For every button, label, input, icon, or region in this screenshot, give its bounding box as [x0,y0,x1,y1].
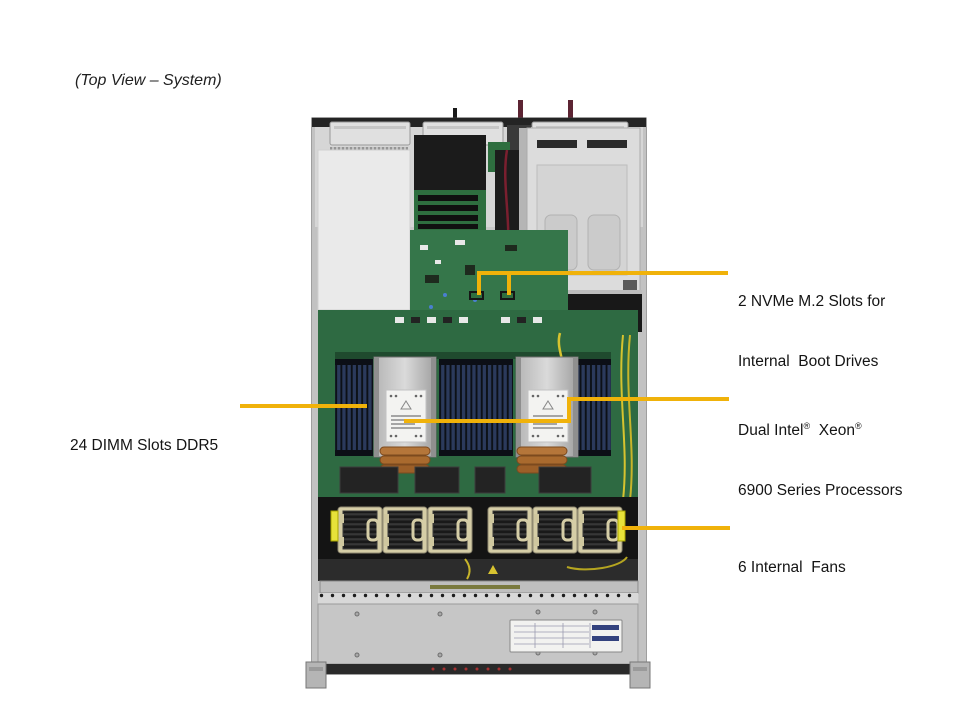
registered-mark: ® [803,421,811,431]
vrm-heatsinks [339,466,592,494]
callout-line-cpu-upper [567,397,729,401]
server-top-view-photo [305,95,655,705]
dimm-label: 24 DIMM Slots DDR5 [70,437,219,454]
nvme-label: 2 NVMe M.2 Slots for Internal Boot Drive… [738,252,885,412]
dimm-bank-right [578,359,611,456]
callout-line-fans [622,526,730,530]
callout-line-dimm [240,404,367,408]
front-edge-leds [431,667,512,671]
fan-3 [426,505,474,555]
registered-mark: ® [854,421,862,431]
nvme-label-line1: 2 NVMe M.2 Slots for [738,293,886,310]
cpu1-heatsink [373,356,437,458]
callout-line-nvme-drop-2 [507,271,511,295]
fan-4 [486,505,534,555]
cpu-label: Dual Intel® Xeon® 6900 Series Processors [738,376,903,541]
spec-sticker [509,619,623,653]
pcie-area [414,135,519,266]
fan-5 [531,505,579,555]
fan-clip-left [330,510,339,542]
fan-row [318,497,638,559]
power-bay [506,127,642,332]
callout-line-nvme-horizontal [477,271,728,275]
fans-label: 6 Internal Fans [738,559,846,576]
callout-line-cpu-lower [404,419,571,423]
fan-6 [576,505,624,555]
midplane-area [318,556,639,604]
cpu-label-line2: 6900 Series Processors [738,482,903,499]
left-bay [317,149,411,311]
page-title: (Top View – System) [75,72,222,89]
front-panel [317,603,639,674]
server-chassis-illustration [305,100,651,689]
dimm-bank-center [439,359,513,456]
fan-2 [381,505,429,555]
callout-line-cpu-vertical [567,397,571,423]
fan-1 [336,505,384,555]
cpu-label-line1: Dual Intel® Xeon® [738,421,862,439]
rack-ears [305,661,651,689]
m2-slots [469,291,515,300]
callout-line-nvme-drop-1 [477,271,481,295]
nvme-label-line2: Internal Boot Drives [738,353,879,370]
